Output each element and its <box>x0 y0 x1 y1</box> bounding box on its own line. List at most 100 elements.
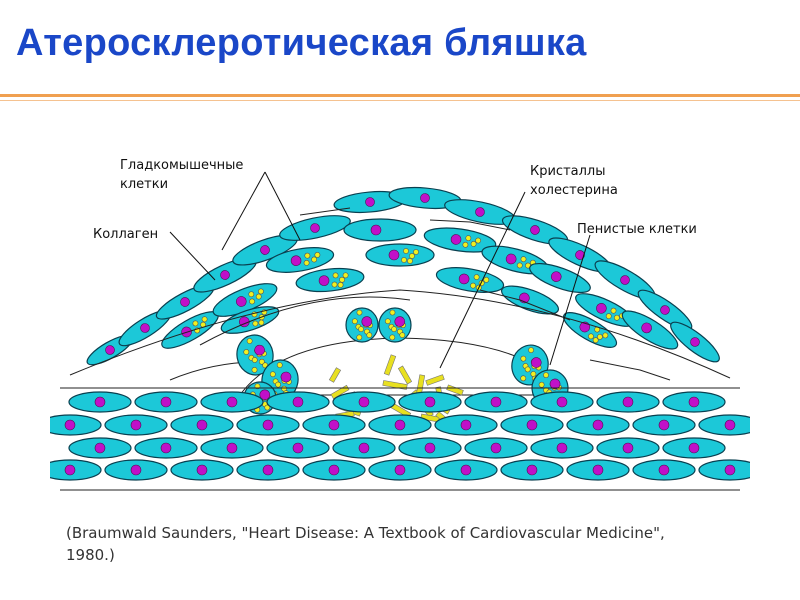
label-smooth-muscle-1: Гладкомышечные <box>120 157 243 175</box>
smooth-muscle-cell <box>663 438 725 458</box>
nucleus <box>263 420 273 430</box>
smooth-muscle-cell <box>303 415 365 435</box>
nucleus <box>593 465 603 475</box>
label-foam-cells: Пенистые клетки <box>577 221 697 239</box>
nucleus <box>395 465 405 475</box>
nucleus <box>689 397 699 407</box>
nucleus <box>425 443 435 453</box>
nucleus <box>329 465 339 475</box>
lipid-droplet <box>539 382 545 388</box>
smooth-muscle-cell <box>699 460 750 480</box>
nucleus <box>95 397 105 407</box>
nucleus <box>161 443 171 453</box>
nucleus <box>362 317 372 327</box>
smooth-muscle-cell <box>633 460 695 480</box>
label-smooth-muscle-2: клетки <box>120 176 168 194</box>
smooth-muscle-cell <box>344 219 416 241</box>
nucleus <box>359 443 369 453</box>
smooth-muscle-cell <box>435 263 506 296</box>
foam-cell <box>379 308 411 342</box>
title-underline <box>0 94 800 97</box>
page-title: Атеросклеротическая бляшка <box>16 22 587 65</box>
lipid-droplet <box>338 282 344 288</box>
lipid-droplet <box>358 327 363 332</box>
smooth-muscle-cell <box>69 392 131 412</box>
nucleus <box>263 465 273 475</box>
cell-body <box>699 460 750 480</box>
lipid-droplet <box>409 253 414 258</box>
nucleus <box>161 397 171 407</box>
smooth-muscle-cell <box>267 438 329 458</box>
nucleus <box>557 443 567 453</box>
nucleus <box>689 443 699 453</box>
smooth-muscle-cell <box>171 460 233 480</box>
smooth-muscle-cell <box>333 392 395 412</box>
smooth-muscle-cell <box>567 415 629 435</box>
nucleus <box>131 420 141 430</box>
nucleus <box>293 443 303 453</box>
smooth-muscle-cell <box>278 211 353 246</box>
nucleus <box>65 465 75 475</box>
smooth-muscle-cell <box>663 392 725 412</box>
smooth-muscle-cell <box>399 438 461 458</box>
smooth-muscle-cell <box>105 415 167 435</box>
media-cell-layer <box>50 388 750 490</box>
label-cholesterol-2: холестерина <box>530 182 618 200</box>
lipid-droplet <box>413 249 418 254</box>
nucleus <box>725 420 735 430</box>
nucleus <box>395 317 405 327</box>
cell-body <box>366 244 434 266</box>
lipid-droplet <box>391 327 396 332</box>
cell-body <box>435 263 506 296</box>
lipid-droplet <box>352 319 357 324</box>
nucleus <box>131 465 141 475</box>
lipid-droplet <box>367 333 372 338</box>
lipid-droplet <box>400 333 405 338</box>
lipid-droplet <box>357 335 362 340</box>
nucleus <box>527 420 537 430</box>
smooth-muscle-cell <box>465 438 527 458</box>
smooth-muscle-cell <box>135 392 197 412</box>
smooth-muscle-cell <box>105 460 167 480</box>
nucleus <box>623 443 633 453</box>
lipid-droplet <box>343 272 349 278</box>
smooth-muscle-cell <box>699 415 750 435</box>
smooth-muscle-cell <box>531 438 593 458</box>
lipid-droplet <box>385 319 390 324</box>
smooth-muscle-cell <box>399 392 461 412</box>
cell-body <box>50 460 101 480</box>
smooth-muscle-cell <box>267 392 329 412</box>
smooth-muscle-cell <box>135 438 197 458</box>
smooth-muscle-cell <box>435 460 497 480</box>
leader-line <box>222 172 265 250</box>
nucleus <box>227 443 237 453</box>
nucleus <box>623 397 633 407</box>
citation: (Braumwald Saunders, "Heart Disease: A T… <box>66 522 766 566</box>
citation-line-2: 1980.) <box>66 544 766 566</box>
nucleus <box>371 225 381 235</box>
lipid-droplet <box>390 335 395 340</box>
nucleus <box>425 397 435 407</box>
nucleus <box>527 465 537 475</box>
smooth-muscle-cell <box>501 460 563 480</box>
nucleus <box>659 420 669 430</box>
smooth-muscle-cell <box>531 392 593 412</box>
smooth-muscle-cell <box>597 392 659 412</box>
plaque-diagram <box>50 150 750 520</box>
foam-cell <box>346 308 378 342</box>
leader-line <box>170 232 215 280</box>
nucleus <box>461 420 471 430</box>
nucleus <box>359 397 369 407</box>
nucleus <box>491 443 501 453</box>
nucleus <box>197 420 207 430</box>
smooth-muscle-cell <box>465 392 527 412</box>
citation-line-1: (Braumwald Saunders, "Heart Disease: A T… <box>66 522 766 544</box>
nucleus <box>65 420 75 430</box>
smooth-muscle-cell <box>303 460 365 480</box>
smooth-muscle-cell <box>333 438 395 458</box>
smooth-muscle-cell <box>366 244 434 266</box>
nucleus <box>197 465 207 475</box>
smooth-muscle-cell <box>237 460 299 480</box>
nucleus <box>593 420 603 430</box>
lipid-droplet <box>390 310 395 315</box>
